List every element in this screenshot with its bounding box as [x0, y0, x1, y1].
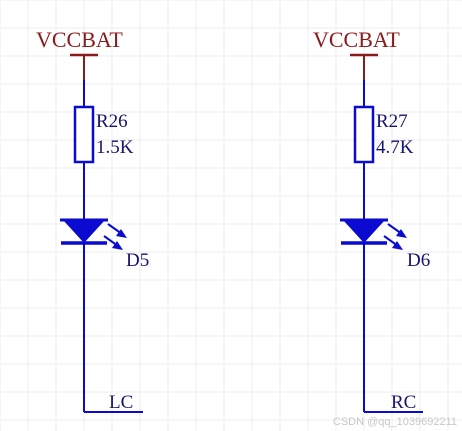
right-led-emission-arrow-2 — [383, 235, 403, 250]
right-power-label: VCCBAT — [313, 27, 400, 52]
right-net-label: RC — [391, 392, 416, 413]
left-resistor-ref: R26 — [96, 111, 128, 132]
watermark-text: CSDN @qq_1039692211 — [333, 416, 457, 428]
right-led-emission-arrow-1 — [387, 223, 407, 238]
left-resistor-body — [73, 105, 95, 164]
left-resistor-value: 1.5K — [96, 137, 134, 158]
left-led-branch: VCCBAT R26 1.5K — [36, 27, 149, 413]
right-led-ref: D6 — [407, 250, 430, 271]
right-led-branch: VCCBAT R27 4.7K D6 — [313, 27, 430, 413]
right-led-triangle — [343, 220, 385, 243]
left-led-triangle — [63, 220, 105, 243]
right-resistor-ref: R27 — [376, 111, 408, 132]
left-led-emission-arrow-2 — [103, 235, 123, 250]
left-led-emission-arrow-1 — [107, 223, 127, 238]
right-resistor-body — [353, 105, 375, 164]
left-net-label: LC — [109, 392, 133, 413]
right-resistor-value: 4.7K — [376, 137, 414, 158]
left-led-ref: D5 — [126, 250, 149, 271]
left-power-label: VCCBAT — [36, 27, 123, 52]
